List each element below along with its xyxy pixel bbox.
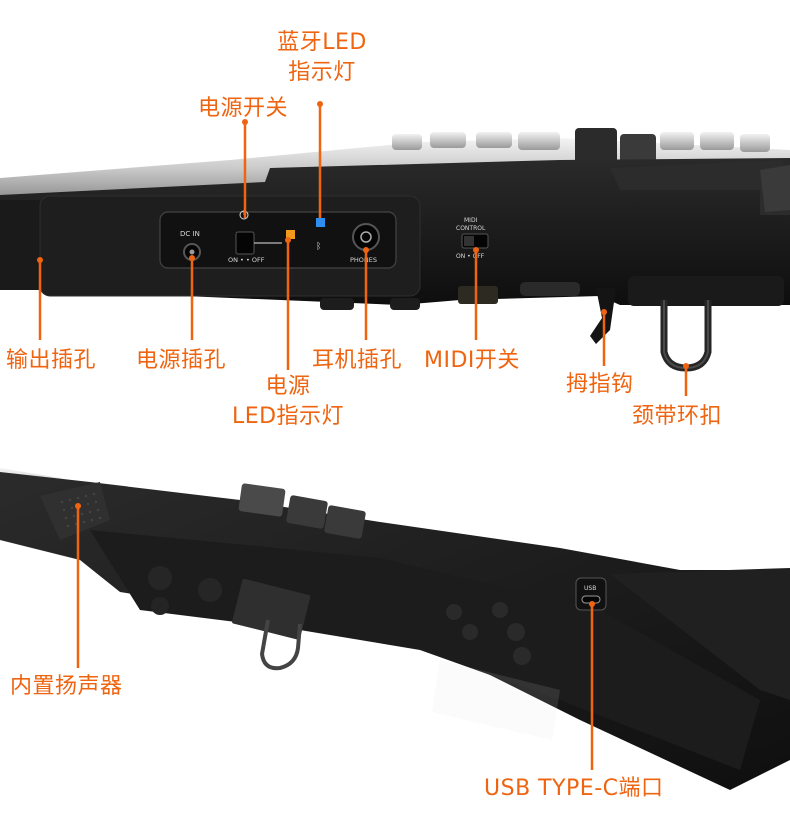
callout-midi-switch: MIDI开关 [424,348,520,373]
callout-usb-port: USB TYPE-C端口 [484,776,664,801]
speaker-grille [40,482,110,540]
power-on-off-label: ON • • OFF [228,256,265,264]
dc-in-label: DC IN [180,230,200,238]
callout-power-led-line1: 电源 [265,374,311,399]
callout-power-led: 电源 LED指示灯 [218,374,358,430]
callout-bluetooth-led-line2: 指示灯 [288,60,356,85]
callout-bluetooth-led-line1: 蓝牙LED [277,30,367,55]
power-led [286,230,295,239]
midi-label-line1: MIDI [464,217,478,224]
callout-power-switch: 电源开关 [198,96,289,121]
callout-lines [37,101,689,770]
callout-output-jack: 输出插孔 [6,348,97,373]
usb-label: USB [584,585,596,592]
callout-neck-strap-ring: 颈带环扣 [632,404,723,429]
phones-label: PHONES [350,256,377,264]
bluetooth-led [316,218,325,227]
midi-label-line2: CONTROL [456,225,486,232]
headphone-jack [352,223,380,251]
callout-builtin-speaker: 内置扬声器 [10,674,123,699]
midi-on-off-label: ON • OFF [456,253,485,260]
bottom-instrument: USB [0,468,790,790]
key-row [392,128,770,170]
bluetooth-icon: ᛒ [316,241,321,252]
callout-dc-jack: 电源插孔 [136,348,227,373]
callout-thumb-hook: 拇指钩 [566,372,634,397]
callout-headphone-jack: 耳机插孔 [312,348,403,373]
callout-bluetooth-led: 蓝牙LED 指示灯 [270,30,374,86]
callout-power-led-line2: LED指示灯 [231,404,345,429]
jack-panel [159,211,397,269]
power-switch[interactable] [235,231,255,255]
neck-strap-ring [660,300,712,372]
top-instrument: DC IN ON • • OFF ᛒ PHONES MIDI CONTROL O… [0,128,790,372]
